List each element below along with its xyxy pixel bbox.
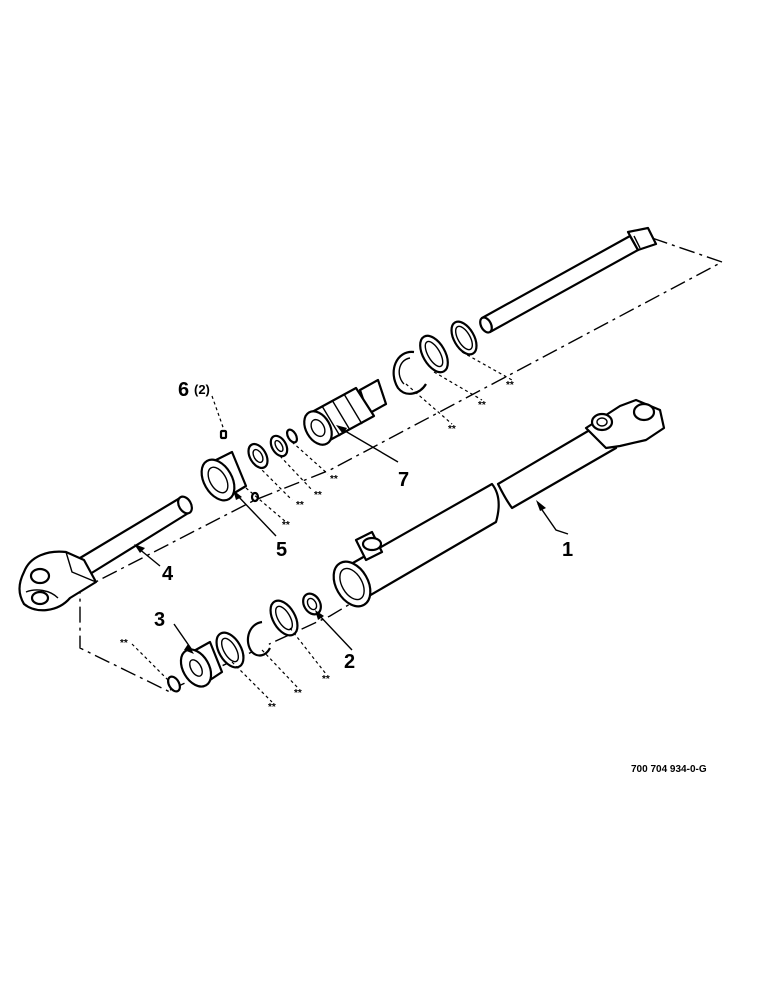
seal-marker: **	[120, 638, 128, 649]
cylinder-barrel	[332, 398, 666, 608]
lower-wear-ring	[269, 599, 299, 637]
piston-seal-ring	[215, 631, 245, 669]
leader-lines	[131, 351, 569, 703]
piston-nut	[302, 592, 322, 616]
center-lines	[79, 237, 724, 693]
callout-4: 4	[162, 563, 174, 585]
seal-marker: **	[314, 490, 322, 501]
upper-rod-seal-ring	[450, 320, 478, 356]
upper-retaining-ring	[392, 350, 427, 395]
rod-wiper-ring	[247, 442, 269, 470]
piston-o-ring	[167, 675, 181, 693]
gland-assembly	[303, 378, 388, 446]
rod-with-clevis	[18, 495, 193, 612]
callout-5: 5	[276, 539, 287, 561]
seal-marker: **	[268, 702, 276, 713]
seal-marker: **	[282, 520, 290, 531]
small-o-ring	[285, 428, 299, 444]
seal-marker: **	[330, 474, 338, 485]
seal-marker: **	[296, 500, 304, 511]
gland-nut	[200, 450, 248, 502]
callout-2: 2	[344, 651, 355, 673]
piston-rod	[479, 226, 658, 334]
seal-marker: **	[294, 688, 302, 699]
part-callouts: 1 2 3 4 5 6 (2) 7	[154, 379, 573, 673]
seal-marker: **	[322, 674, 330, 685]
callout-6: 6	[178, 379, 189, 401]
callout-1: 1	[562, 539, 573, 561]
set-screw-6	[219, 429, 260, 503]
backup-ring	[269, 434, 289, 458]
lower-retaining-ring	[246, 620, 271, 657]
upper-wear-ring	[419, 334, 449, 374]
seal-marker: **	[478, 400, 486, 411]
drawing-number: 700 704 934-0-G	[631, 764, 707, 775]
callout-6-quantity: (2)	[194, 382, 210, 397]
seal-marker: **	[448, 424, 456, 435]
piston	[179, 640, 224, 688]
callout-7: 7	[398, 469, 409, 491]
seal-marker: **	[506, 380, 514, 391]
callout-3: 3	[154, 609, 165, 631]
seal-kit-markers: ** ** ** ** ** ** ** ** ** ** **	[120, 380, 514, 713]
